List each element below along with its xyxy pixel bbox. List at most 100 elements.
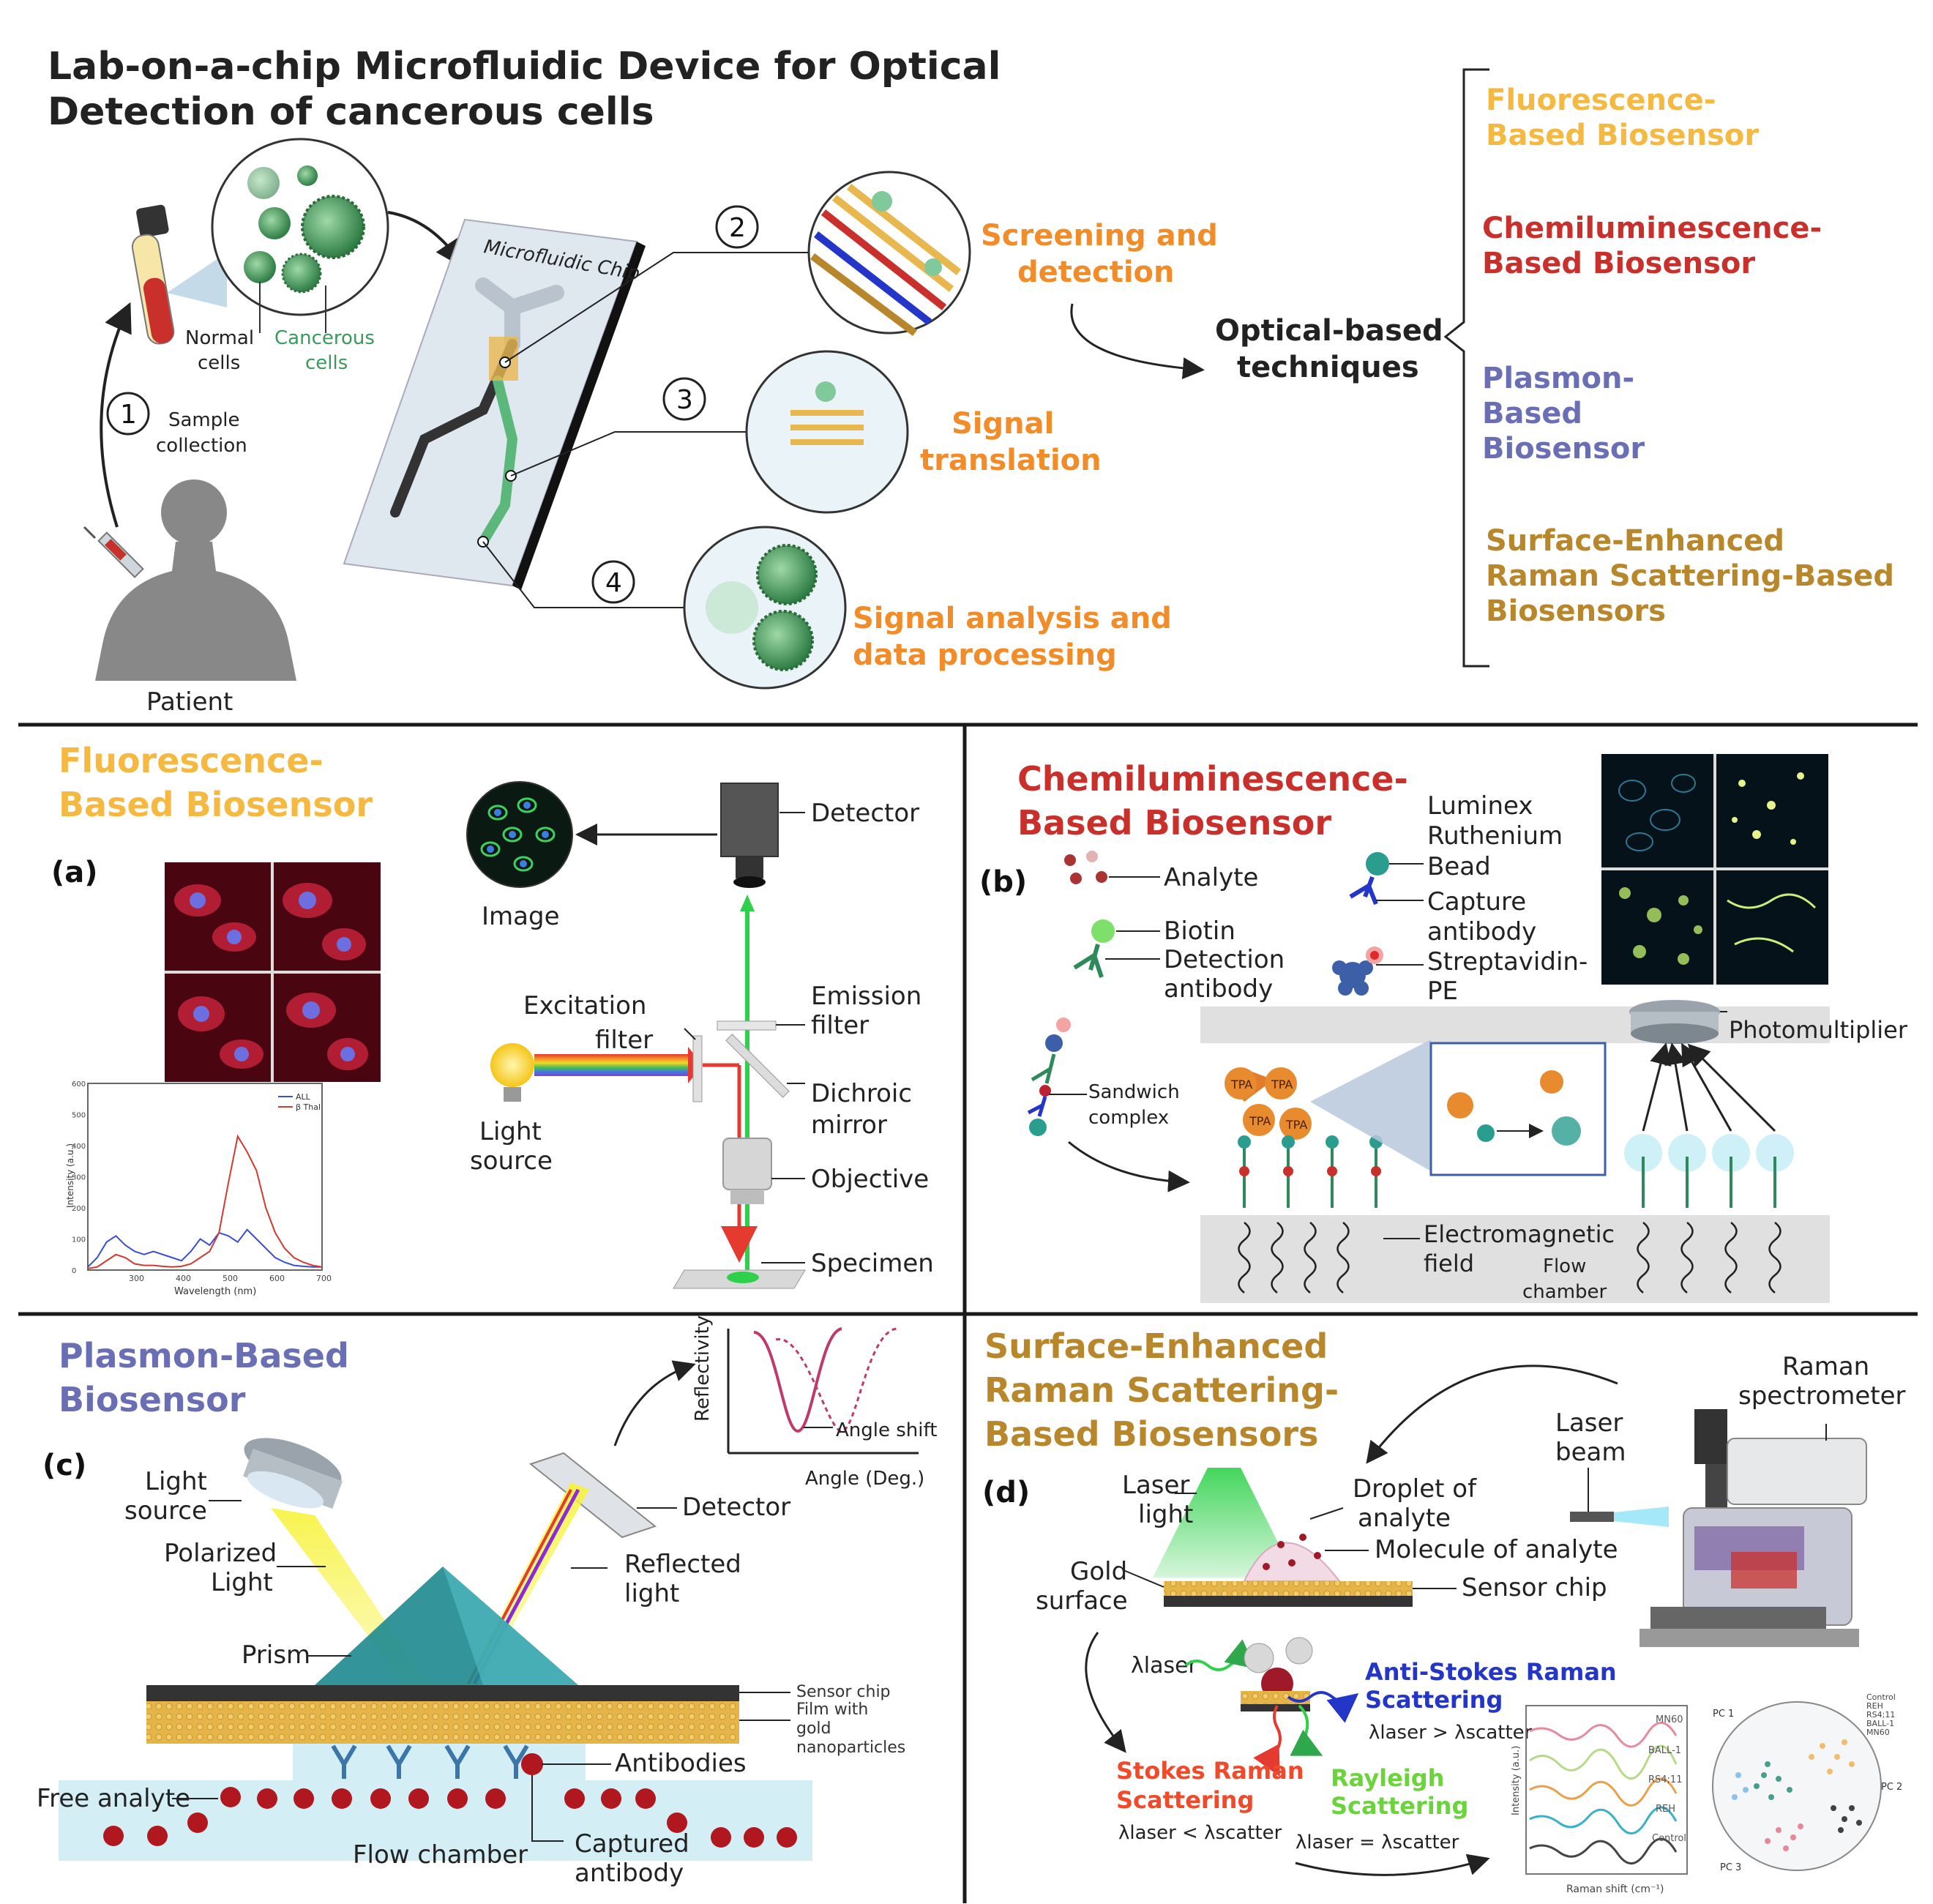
dichroic-mirror xyxy=(725,1034,790,1098)
fluorescent-cells xyxy=(480,797,556,872)
detector-camera-icon xyxy=(720,783,779,888)
spectrum-y-tick: 200 xyxy=(72,1205,86,1213)
step-2-leader xyxy=(504,252,812,363)
captured-label-line-1: Captured xyxy=(575,1829,689,1859)
raman-trace-reh xyxy=(1529,1806,1678,1835)
gold-label-line-1: Gold xyxy=(1070,1557,1127,1586)
excitation-leader xyxy=(684,1028,696,1040)
laser-emitter xyxy=(1570,1512,1614,1522)
excitation-rainbow-beam xyxy=(534,1054,688,1076)
step-3-number: 3 xyxy=(676,385,693,415)
panel-b-chemiluminescence: Chemiluminescence- Based Biosensor (b) A… xyxy=(979,754,1908,1303)
raman-trace-control xyxy=(1529,1837,1678,1864)
patient-silhouette xyxy=(95,479,296,681)
legend-label-thal: β Thal xyxy=(296,1102,321,1112)
droplet-label-line-1: Droplet of xyxy=(1353,1474,1477,1504)
raman-plot-frame xyxy=(1525,1705,1688,1875)
polarized-label-line-1: Polarized xyxy=(164,1539,277,1568)
normal-cell xyxy=(247,167,280,199)
raman-trace-rs411 xyxy=(1529,1777,1678,1807)
free-analyte-particles xyxy=(103,1787,797,1848)
chip-to-scattering-arrow xyxy=(1085,1632,1126,1753)
sensor-antibody-array-left xyxy=(1238,1135,1383,1208)
panel-d-title-line-3: Based Biosensors xyxy=(984,1414,1318,1454)
optical-label-line-1: Optical-based xyxy=(1215,314,1443,348)
pca-cluster-orange xyxy=(1809,1739,1855,1774)
step-2-badge xyxy=(715,205,759,249)
captured-analyte xyxy=(521,1753,543,1775)
specimen-spot xyxy=(727,1272,759,1283)
normal-cell xyxy=(297,165,318,186)
normal-cells-label-2: cells xyxy=(198,352,240,374)
shifted-reflectivity-curve xyxy=(775,1327,897,1433)
spr-detector-label: Detector xyxy=(682,1493,790,1522)
spectrum-y-tick: 500 xyxy=(72,1112,86,1120)
biotin-label: Biotin xyxy=(1164,916,1235,946)
step-3-label-line-1: Signal xyxy=(951,407,1054,441)
step-4-label-line-1: Signal analysis and xyxy=(853,602,1172,635)
sandwich-label-line-2: complex xyxy=(1088,1107,1169,1129)
step-1-badge xyxy=(106,392,150,436)
rayleigh-wave xyxy=(1290,1704,1323,1756)
target-cell xyxy=(815,381,836,402)
light-bulb-icon xyxy=(490,1043,534,1102)
capture-label-line-1: Capture xyxy=(1427,887,1526,916)
sandwich-label-line-1: Sandwich xyxy=(1088,1081,1180,1103)
sample-arrow xyxy=(100,302,132,528)
pca-legend-2: RS4;11 xyxy=(1866,1710,1895,1720)
excitation-filter xyxy=(692,1035,703,1102)
pca-legend-1: REH xyxy=(1866,1701,1883,1711)
spectrum-y-tick: 300 xyxy=(72,1174,86,1182)
tech-sers-line-2: Raman Scattering-Based xyxy=(1486,559,1894,593)
laser-light-cone xyxy=(1153,1468,1295,1578)
luminex-label-line-1: Luminex xyxy=(1427,791,1533,821)
laser-light-label-line-1: Laser xyxy=(1122,1471,1189,1500)
spr-light-source-icon xyxy=(243,1438,343,1509)
capture-label-line-2: antibody xyxy=(1427,917,1536,947)
spectrum-y-tick: 0 xyxy=(72,1267,76,1275)
cell-micrograph-grid xyxy=(165,862,381,1082)
anti-stokes-wave xyxy=(1287,1691,1359,1723)
spectrum-x-tick: 300 xyxy=(129,1274,144,1283)
panel-b-letter: (b) xyxy=(979,865,1027,899)
trace-label-ball1: BALL-1 xyxy=(1648,1745,1681,1756)
emission-arrowhead xyxy=(740,895,755,911)
spectrum-frame xyxy=(87,1083,323,1271)
objective-lens-icon xyxy=(722,1138,772,1204)
panel-d-title-line-1: Surface-Enhanced xyxy=(984,1326,1328,1366)
film-label-line-2: gold xyxy=(796,1720,831,1738)
em-label-line-1: Electromagnetic xyxy=(1424,1220,1615,1248)
trace-label-mn60: MN60 xyxy=(1656,1714,1683,1725)
trace-label-rs411: RS4;11 xyxy=(1648,1774,1682,1785)
excited-bead xyxy=(1552,1116,1581,1146)
target-cell xyxy=(924,258,942,276)
flow-label-line-2: chamber xyxy=(1522,1281,1607,1303)
spectrometer-to-sample-arrow xyxy=(1366,1364,1618,1464)
stokes-label-line-2: Scattering xyxy=(1116,1786,1254,1814)
optical-label-line-2: techniques xyxy=(1237,351,1419,384)
pca-cluster-green xyxy=(1754,1761,1792,1800)
reflected-label-line-1: Reflected xyxy=(624,1550,741,1579)
panel-c-title-line-1: Plasmon-Based xyxy=(59,1336,349,1375)
dichroic-label-line-1: Dichroic xyxy=(811,1079,912,1108)
to-chip-arrow xyxy=(387,211,465,269)
step-4-label-line-2: data processing xyxy=(853,638,1117,672)
top-section: Lab-on-a-chip Microfluidic Device for Op… xyxy=(48,45,1894,717)
technique-bracket xyxy=(1443,68,1489,668)
patient-label: Patient xyxy=(146,687,233,717)
raman-axis-label: Raman shift (cm⁻¹) xyxy=(1566,1884,1664,1895)
reflectivity-curve xyxy=(753,1327,842,1433)
step-4-badge xyxy=(591,560,635,604)
angle-shift-label: Angle shift xyxy=(836,1419,937,1441)
spectrum-y-tick: 100 xyxy=(72,1236,86,1244)
emission-filter xyxy=(717,1020,777,1031)
detector-label: Detector xyxy=(811,799,919,828)
to-spectra-arrow xyxy=(1295,1853,1490,1876)
rayleigh-equation: λlaser = λscatter xyxy=(1295,1832,1459,1853)
fluorescence-image-circle xyxy=(466,781,573,888)
raman-spectrometer-icon xyxy=(1640,1409,1867,1647)
signal-stripe xyxy=(790,425,864,430)
laser-beam-label-line-1: Laser xyxy=(1555,1408,1623,1438)
excitation-label-line-2: filter xyxy=(595,1026,653,1055)
raman-label-line-1: Raman xyxy=(1782,1352,1869,1381)
